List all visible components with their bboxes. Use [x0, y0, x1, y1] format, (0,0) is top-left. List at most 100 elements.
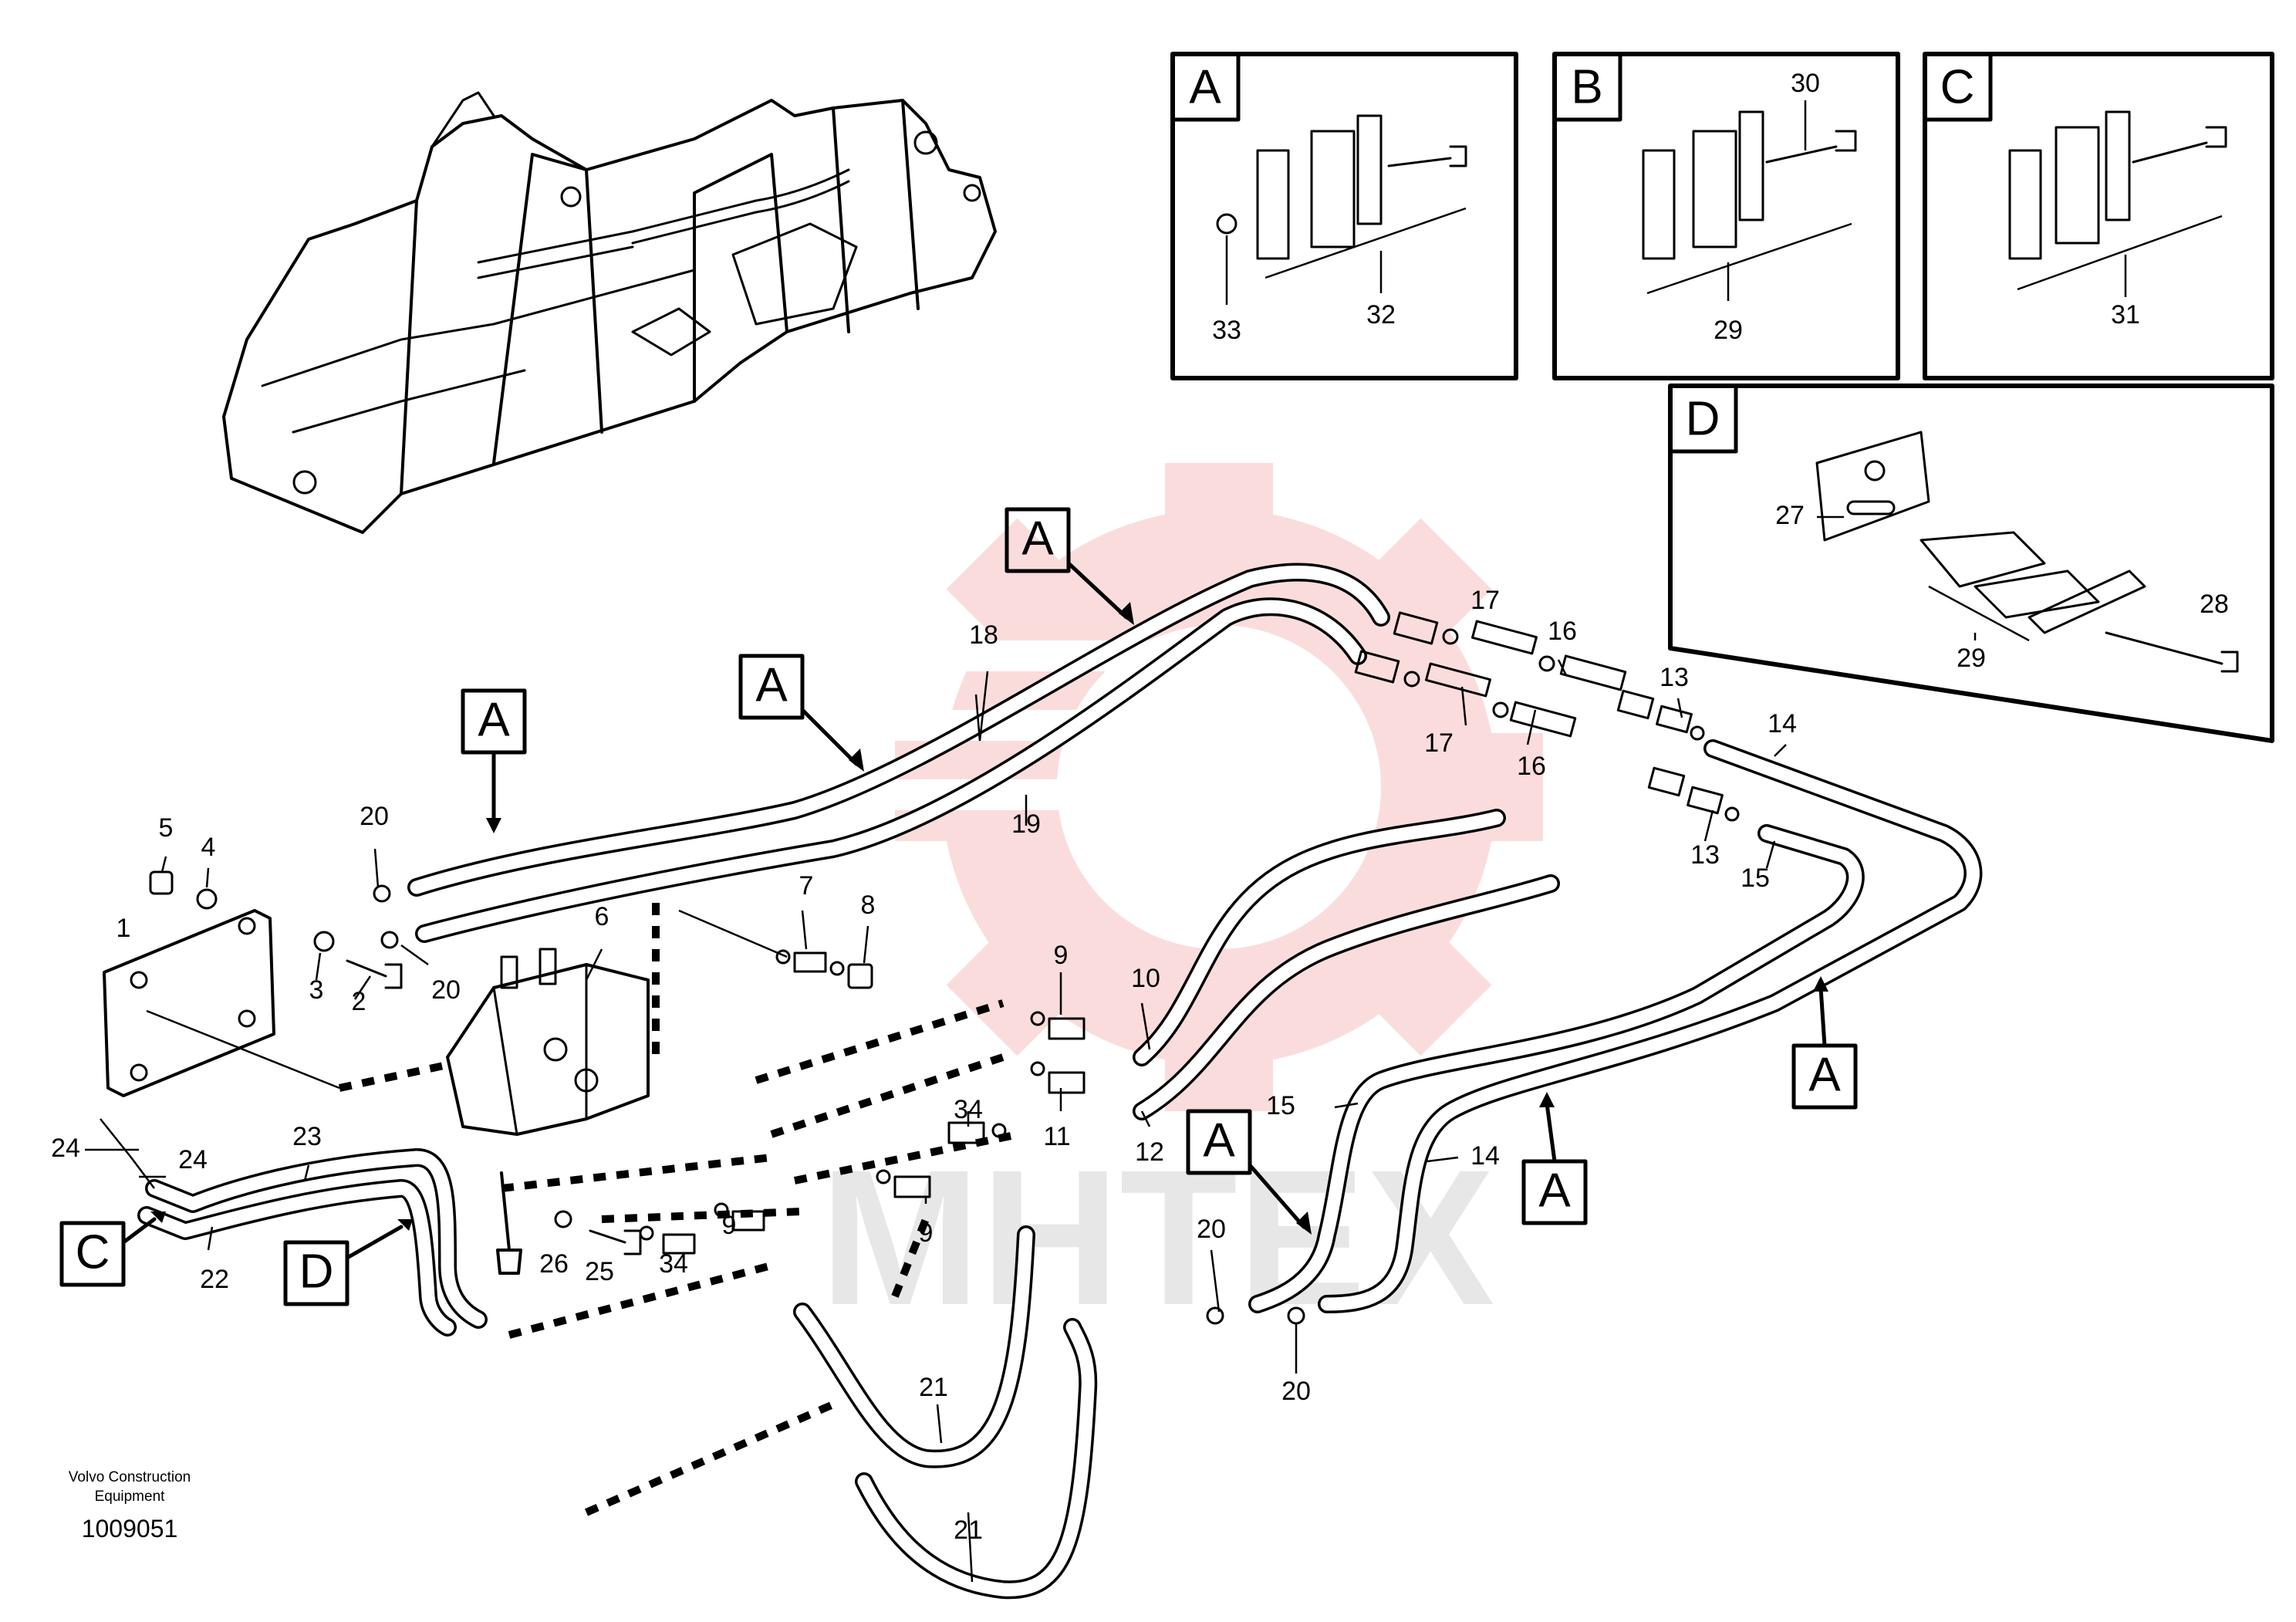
control-valve — [446, 948, 650, 1136]
callout-29-b: 29 — [1714, 316, 1743, 345]
tube-15 — [1248, 824, 1865, 1313]
watermark-gear — [694, 463, 1543, 1111]
drawing-number: 1009051 — [82, 1515, 178, 1543]
callout-5: 5 — [159, 813, 174, 843]
callout-20-b: 20 — [431, 975, 461, 1005]
detail-box-c-letter: C — [1940, 60, 1975, 113]
view-marker-a-2: A — [738, 654, 864, 772]
clamp-assembly-b — [1642, 100, 1857, 301]
detail-box-d-letter: D — [1686, 392, 1720, 445]
clamp-assembly-d — [1815, 431, 2239, 673]
callout-2: 2 — [352, 987, 366, 1016]
callout-31: 31 — [2111, 300, 2140, 329]
callout-9-a: 9 — [1054, 941, 1069, 970]
callout-28: 28 — [2200, 590, 2229, 619]
hose-21-upper — [793, 1225, 1035, 1468]
view-marker-d: D — [283, 1219, 413, 1306]
callout-17-a: 17 — [1470, 586, 1500, 615]
callout-6: 6 — [595, 902, 609, 931]
callout-15-b: 15 — [1266, 1091, 1295, 1120]
view-marker-a-6: A — [1186, 1109, 1312, 1235]
hose-12 — [1133, 874, 1560, 1120]
view-marker-a-1: A — [461, 688, 527, 833]
callout-9-c: 9 — [919, 1218, 934, 1248]
adapters — [639, 909, 1086, 1255]
svg-text:A: A — [755, 658, 788, 711]
view-marker-a-3: A — [1004, 507, 1134, 625]
fasteners-bottom — [496, 1171, 642, 1275]
callout-20-c: 20 — [1197, 1215, 1226, 1244]
clamp-assembly-c — [2008, 110, 2227, 297]
fitting-chain-lower — [1354, 650, 1740, 822]
detail-box-b: B 30 29 — [1552, 52, 1900, 380]
view-marker-a-5: A — [1521, 1092, 1588, 1225]
fitting-chain-upper — [1393, 611, 1705, 741]
tube-22-23 — [137, 1148, 488, 1336]
svg-text:A: A — [478, 693, 510, 746]
manufacturer-line-1: Volvo Construction — [69, 1469, 191, 1485]
callout-12: 12 — [1135, 1137, 1164, 1167]
callout-27: 27 — [1775, 501, 1805, 530]
tube-14 — [1318, 739, 1983, 1313]
o-rings — [373, 884, 1305, 1325]
hose-18 — [407, 563, 1390, 897]
callout-23: 23 — [292, 1122, 322, 1151]
detail-box-a-letter: A — [1189, 60, 1221, 113]
drawing-footer: Volvo Construction Equipment 1009051 — [69, 1469, 191, 1543]
callout-20-a: 20 — [360, 802, 389, 831]
callout-25: 25 — [585, 1257, 614, 1286]
callout-20-d: 20 — [1281, 1377, 1311, 1406]
detail-box-b-letter: B — [1571, 60, 1602, 113]
callout-34-b: 34 — [659, 1249, 688, 1279]
callout-3: 3 — [309, 975, 324, 1005]
detail-box-a: A 33 32 — [1170, 52, 1518, 380]
callout-16-b: 16 — [1517, 752, 1546, 781]
callout-14-a: 14 — [1768, 709, 1797, 738]
callout-33: 33 — [1212, 316, 1241, 345]
svg-text:A: A — [1203, 1113, 1235, 1167]
callout-15-a: 15 — [1741, 863, 1770, 893]
fasteners-top-left — [149, 870, 403, 989]
callout-18: 18 — [969, 620, 998, 650]
mounting-plate — [103, 909, 340, 1097]
callout-13-b: 13 — [1690, 840, 1720, 870]
callout-22: 22 — [200, 1265, 229, 1294]
callout-24-a: 24 — [51, 1134, 80, 1163]
callout-19: 19 — [1011, 809, 1041, 839]
callout-17-b: 17 — [1424, 728, 1454, 758]
leader-lines — [85, 659, 1787, 1583]
callout-26: 26 — [539, 1249, 569, 1279]
watermark-text: MHTEX — [820, 1130, 1495, 1345]
hose-21-lower — [855, 1318, 1098, 1600]
callout-14-b: 14 — [1470, 1141, 1500, 1171]
callout-32: 32 — [1366, 300, 1396, 329]
svg-text:A: A — [1021, 512, 1054, 565]
svg-text:D: D — [299, 1245, 334, 1298]
machine-frame-illustration — [222, 91, 997, 534]
callout-1: 1 — [116, 914, 131, 943]
hose-19 — [415, 597, 1367, 943]
detail-box-c: C 31 — [1923, 52, 2274, 380]
callout-24-b: 24 — [178, 1145, 208, 1174]
view-marker-a-4: A — [1791, 976, 1858, 1110]
svg-text:A: A — [1538, 1164, 1571, 1217]
clamp-assembly-a — [1216, 114, 1467, 305]
callout-16-a: 16 — [1548, 617, 1577, 646]
callout-30: 30 — [1791, 69, 1820, 98]
callout-13-a: 13 — [1660, 663, 1689, 692]
manufacturer-line-2: Equipment — [95, 1489, 166, 1505]
callout-10: 10 — [1131, 964, 1160, 993]
callout-34-a: 34 — [954, 1095, 983, 1124]
callout-21-a: 21 — [919, 1373, 948, 1402]
detail-box-d: D 27 28 29 — [1668, 384, 2274, 743]
view-marker-c: C — [59, 1211, 166, 1287]
hose-10 — [1133, 809, 1506, 1066]
svg-text:A: A — [1808, 1048, 1841, 1101]
callout-9-b: 9 — [722, 1211, 737, 1240]
callout-8: 8 — [861, 890, 876, 920]
callouts: 1 2 3 4 5 6 7 8 9 9 9 10 11 12 13 13 14 … — [51, 586, 1797, 1545]
callout-4: 4 — [201, 833, 216, 862]
callout-11: 11 — [1043, 1122, 1070, 1151]
callout-21-b: 21 — [954, 1516, 983, 1545]
